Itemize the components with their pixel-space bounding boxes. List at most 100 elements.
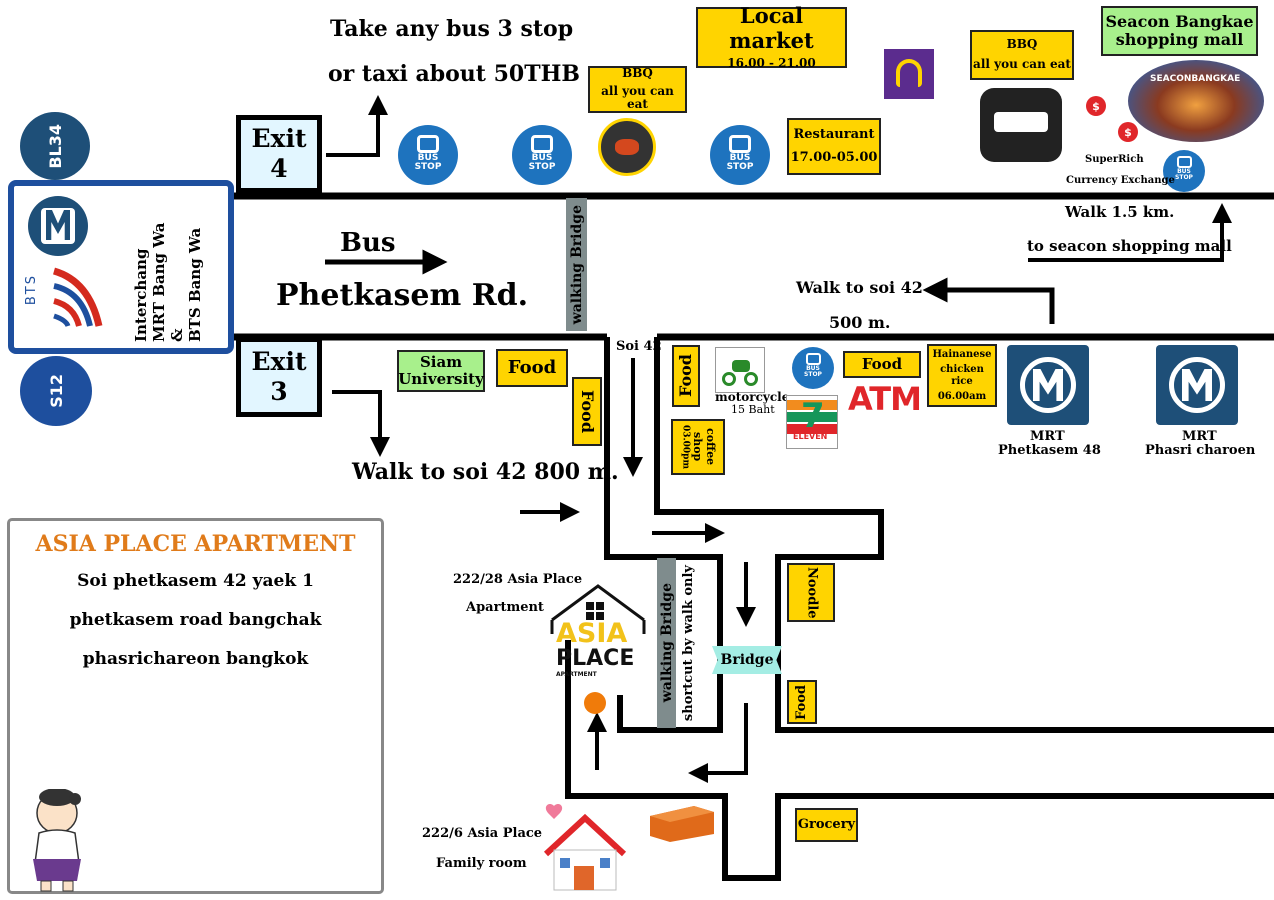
grocery-label: Grocery: [797, 816, 856, 832]
family-room-line2: Family room: [436, 856, 527, 871]
noodle-label: Noodle: [804, 566, 820, 619]
food-label: Food: [507, 356, 557, 378]
superrich-line1: SuperRich: [1085, 154, 1144, 165]
info-card: ASIA PLACE APARTMENT Soi phetkasem 42 ya…: [7, 518, 384, 894]
house-icon: [543, 804, 627, 891]
hainanese-line2: chicken rice: [940, 364, 984, 387]
walking-bridge-top: walking Bridge: [566, 198, 587, 331]
restaurant-box[interactable]: Restaurant 17.00-05.00: [787, 118, 881, 175]
asia-logo-word2: PLACE: [556, 646, 635, 671]
bank-logo-icon: [884, 49, 934, 99]
bridge-label: Bridge: [720, 652, 774, 668]
mrt-phasricharoen-line2: Phasri charoen: [1145, 443, 1256, 458]
motorcycle-line1: motorcycle: [715, 390, 790, 404]
noodle-box[interactable]: Noodle: [787, 563, 835, 622]
restaurant-hours: 17.00-05.00: [790, 149, 878, 165]
seven-eleven-logo: 7 ELEVEN: [786, 395, 838, 449]
bbq-box[interactable]: BBQ all you can eat: [588, 66, 687, 113]
food-label: Food: [578, 389, 598, 433]
exit-3-box[interactable]: Exit 3: [236, 337, 322, 417]
mrt-phetkasem48-icon: [1007, 345, 1089, 425]
bus-stop-icon: BUS STOP: [792, 347, 834, 389]
bus-stop-text: STOP: [726, 162, 754, 172]
local-market-title: Local market: [729, 3, 814, 53]
food-label: Food: [675, 354, 695, 398]
mrt-phasricharoen-icon: [1156, 345, 1238, 425]
hainanese-line3: 06.00am: [937, 391, 987, 402]
walking-bridge-top-label: walking Bridge: [568, 204, 585, 325]
siam-university-box[interactable]: Siam University: [397, 350, 485, 392]
interchange-station-box[interactable]: BTS BTS Bang Wa & MRT Bang Wa Interchang: [8, 180, 234, 354]
walking-bridge-lower-label: walking Bridge: [658, 583, 675, 703]
seven-eleven-text: ELEVEN: [793, 432, 828, 441]
bbq-box-2[interactable]: BBQ all you can eat: [970, 30, 1074, 80]
bus-stop-icon: BUS STOP: [512, 125, 572, 185]
food-box[interactable]: Food: [672, 345, 700, 407]
info-title: ASIA PLACE APARTMENT: [35, 531, 356, 557]
food-box[interactable]: Food: [572, 377, 602, 446]
seacon-mall-photo: SEACONBANGKAE: [1128, 60, 1264, 142]
food-box[interactable]: Food: [496, 349, 568, 387]
mrt-phetkasem48-line1: MRT: [1030, 429, 1065, 444]
bus-stop-text: BUS: [1177, 168, 1191, 175]
asia-logo-word3: APARTMENT: [556, 671, 597, 678]
seacon-mall-box[interactable]: Seacon Bangkae shopping mall: [1101, 6, 1258, 56]
bus-stop-text: STOP: [1175, 174, 1193, 181]
info-line2: phetkasem road bangchak: [69, 610, 322, 630]
hainanese-box[interactable]: Hainanese chicken rice 06.00am: [927, 344, 997, 407]
bus-stop-icon: BUS STOP: [398, 125, 458, 185]
station-badge-s12: S12: [20, 356, 92, 426]
arrow-exit4: [326, 95, 388, 157]
bbq-subtitle: all you can eat: [973, 57, 1071, 71]
interchange-line2: &: [168, 328, 186, 342]
shortcut-label: shortcut by walk only: [680, 564, 696, 722]
restaurant-title: Restaurant: [793, 126, 875, 142]
mrt-logo-icon: [28, 196, 88, 256]
arrow-lower: [688, 703, 748, 783]
food-label: Food: [861, 354, 903, 373]
exit-4-number: 4: [270, 154, 288, 183]
bbq-title: BBQ: [622, 65, 653, 80]
family-room-line1: 222/6 Asia Place: [422, 826, 543, 841]
bus-stop-icon: BUS STOP: [1163, 150, 1205, 192]
asia-logo-word1: ASIA: [556, 618, 628, 649]
greeting-character-icon: [33, 789, 81, 892]
walk-mall-line2: to seacon shopping mall: [1027, 237, 1232, 255]
bridge-badge: Bridge: [712, 646, 782, 674]
siam-line2: University: [398, 370, 484, 388]
soi-42-label: Soi 42: [616, 339, 662, 354]
mrt-phasricharoen-line1: MRT: [1182, 429, 1217, 444]
coffee-line2: shop: [691, 432, 705, 462]
seacon-subtitle: shopping mall: [1115, 30, 1244, 49]
coffee-shop-box[interactable]: coffee shop 03.00pm: [671, 419, 725, 475]
road-edge: [604, 337, 723, 733]
motorcycle-icon: [715, 347, 765, 393]
hainanese-line1: Hainanese: [932, 348, 992, 360]
interchange-line1: BTS Bang Wa: [186, 227, 204, 342]
apartment-address-line1: 222/28 Asia Place: [453, 572, 583, 587]
grocery-box[interactable]: Grocery: [795, 808, 858, 842]
walk-soi42-line1: Walk to soi 42: [796, 278, 923, 297]
bus-stop-text: BUS: [806, 365, 820, 372]
food-box[interactable]: Food: [787, 680, 817, 724]
bbq-title: BBQ: [1006, 37, 1038, 52]
bus-stop-text: STOP: [414, 162, 442, 172]
local-market-box[interactable]: Local market 16.00 - 21.00: [696, 3, 847, 70]
arrow-mall: [1028, 203, 1232, 262]
bbq-subtitle: all you can eat: [601, 83, 674, 112]
walk-mall-line1: Walk 1.5 km.: [1065, 203, 1175, 221]
bus-stop-text: STOP: [528, 162, 556, 172]
food-box[interactable]: Food: [843, 351, 921, 378]
container-icon: [650, 806, 714, 842]
station-badge-bl34: BL34: [20, 112, 90, 180]
asia-place-logo: [550, 584, 646, 634]
siam-line1: Siam: [419, 352, 463, 371]
arrow-exit3: [332, 390, 390, 457]
walking-bridge-lower: walking Bridge: [657, 558, 676, 728]
exit-4-box[interactable]: Exit 4: [236, 115, 322, 193]
coffee-line3: 03.00pm: [680, 425, 691, 469]
local-market-hours: 16.00 - 21.00: [727, 55, 816, 70]
bl34-label: BL34: [45, 123, 65, 169]
apartment-location-marker: [584, 692, 606, 714]
bus-stop-text: BUS: [729, 153, 751, 163]
